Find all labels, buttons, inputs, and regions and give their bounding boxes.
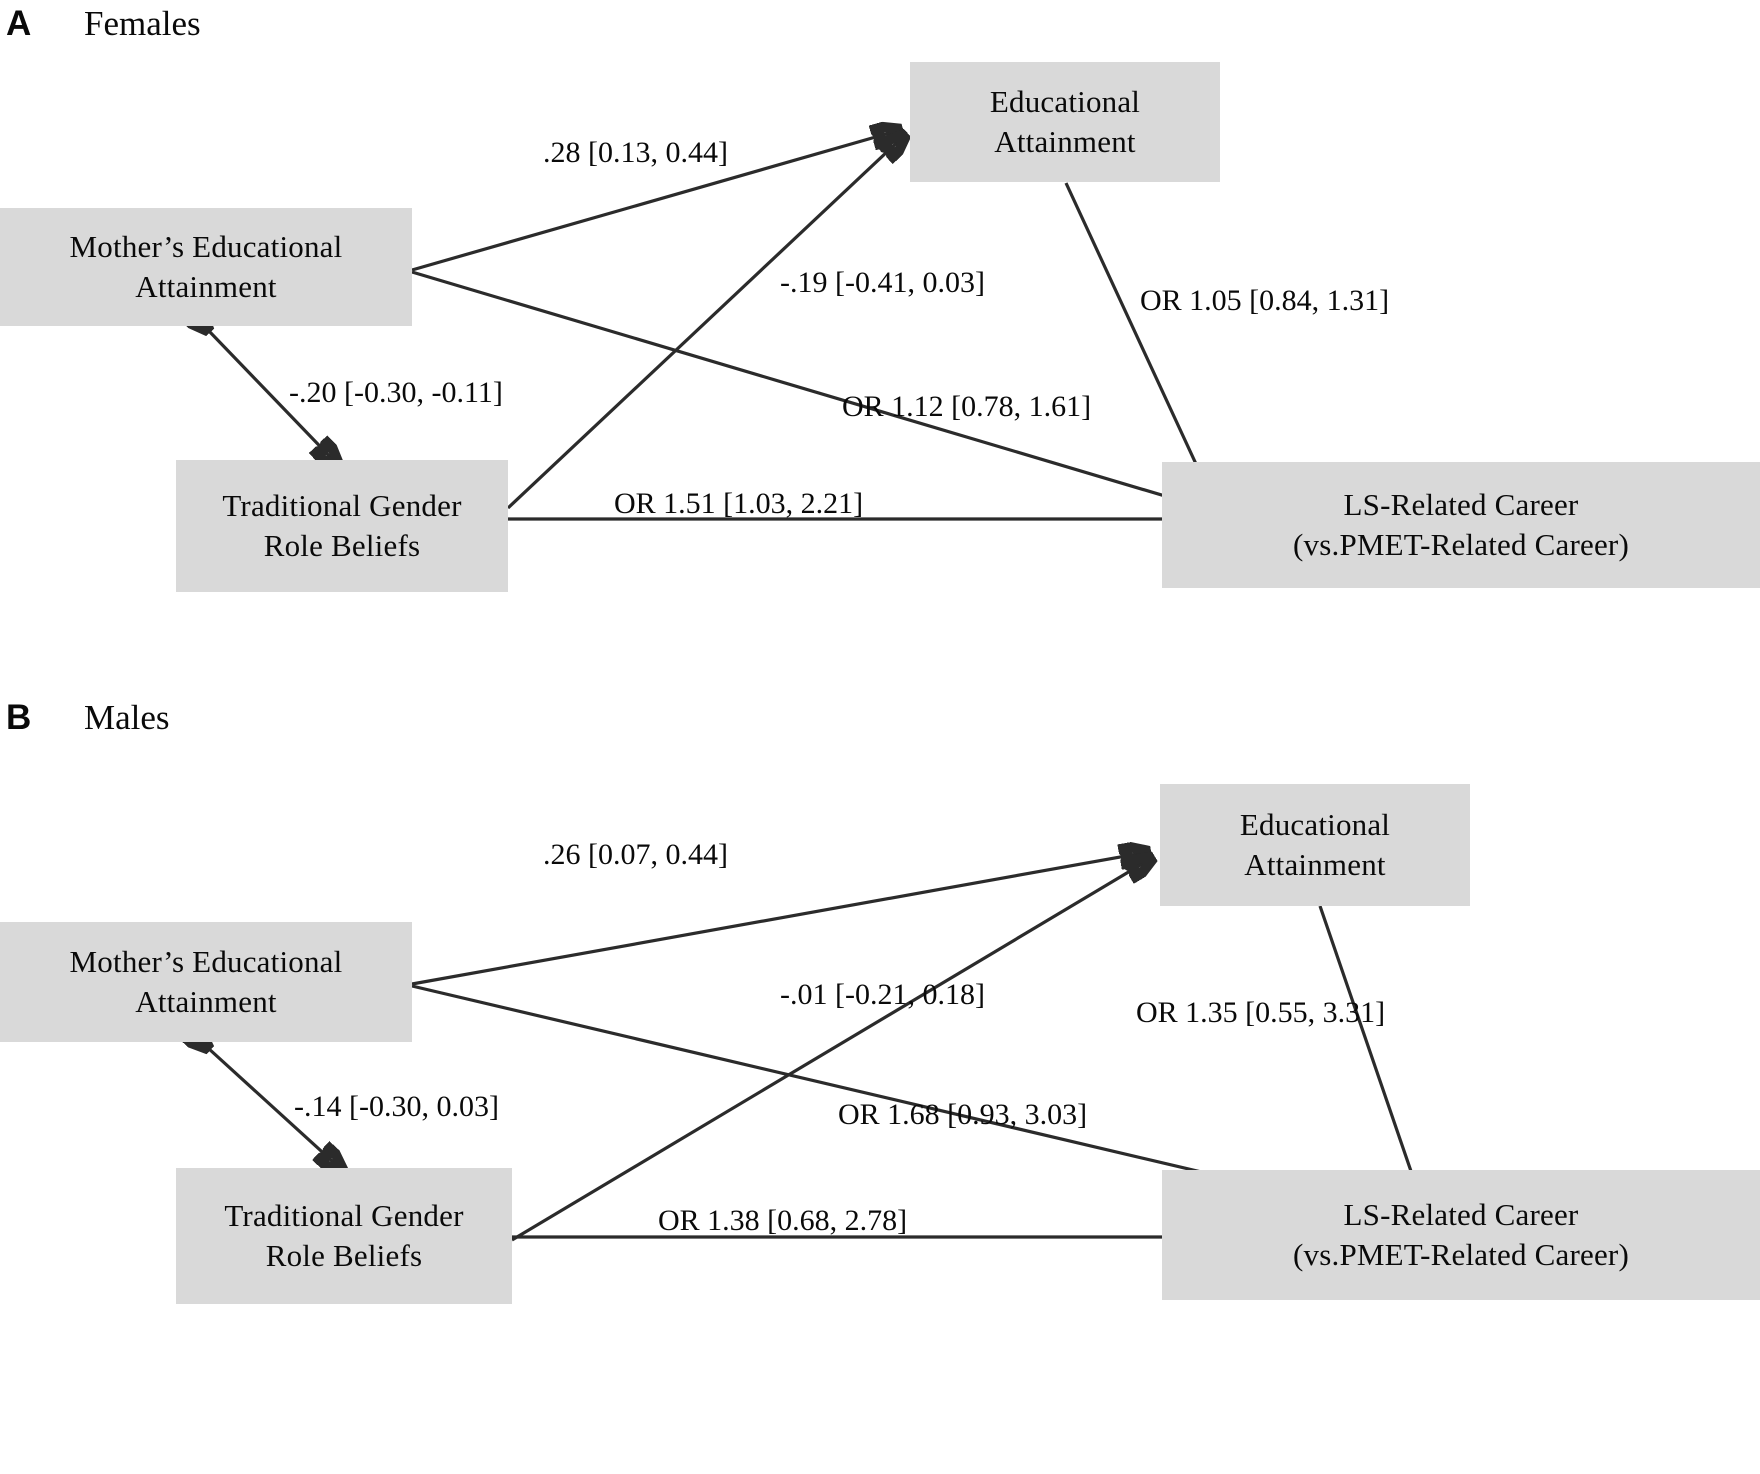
- node-career-line2: (vs.PMET-Related Career): [1293, 527, 1629, 562]
- label-mother-to-education: .26 [0.07, 0.44]: [543, 838, 728, 871]
- node-mother-line2: Attainment: [135, 984, 277, 1019]
- node-career-line1: LS-Related Career: [1343, 1197, 1579, 1233]
- edge-mother-gender-correlation: [208, 1048, 342, 1170]
- node-career-line2: (vs.PMET-Related Career): [1293, 1237, 1629, 1272]
- edge-mother-to-education: [411, 130, 900, 272]
- node-traditional-gender-role-beliefs: Traditional Gender Role Beliefs: [176, 1168, 512, 1304]
- node-mother-line1: Mother’s Educational: [69, 944, 343, 980]
- node-ls-related-career: LS-Related Career (vs.PMET-Related Caree…: [1162, 1170, 1760, 1300]
- label-mother-to-career: OR 1.68 [0.93, 3.03]: [838, 1098, 1088, 1131]
- node-gender-line2: Role Beliefs: [265, 1238, 423, 1273]
- edge-mother-to-career: [411, 270, 1212, 510]
- label-gender-to-education: -.19 [-0.41, 0.03]: [780, 266, 985, 299]
- node-gender-line1: Traditional Gender: [222, 488, 462, 524]
- node-traditional-gender-role-beliefs: Traditional Gender Role Beliefs: [176, 460, 508, 592]
- node-ls-related-career: LS-Related Career (vs.PMET-Related Caree…: [1162, 462, 1760, 588]
- panel-b-males: B Males: [0, 700, 1760, 1474]
- label-mother-gender-correlation: -.14 [-0.30, 0.03]: [294, 1090, 499, 1123]
- panel-a-path-arrows: [0, 0, 1760, 700]
- label-education-to-career: OR 1.35 [0.55, 3.31]: [1136, 996, 1386, 1029]
- edge-mother-to-education: [411, 852, 1148, 986]
- node-mother-educational-attainment: Mother’s Educational Attainment: [0, 208, 412, 326]
- node-mother-educational-attainment: Mother’s Educational Attainment: [0, 922, 412, 1042]
- node-educational-attainment: Educational Attainment: [910, 62, 1220, 182]
- edge-mother-gender-correlation: [208, 330, 338, 465]
- label-mother-gender-correlation: -.20 [-0.30, -0.11]: [289, 376, 503, 409]
- node-education-line1: Educational: [989, 84, 1141, 120]
- node-educational-attainment: Educational Attainment: [1160, 784, 1470, 906]
- edge-education-to-career: [1318, 905, 1425, 1212]
- label-education-to-career: OR 1.05 [0.84, 1.31]: [1140, 284, 1390, 317]
- node-gender-line2: Role Beliefs: [263, 528, 421, 563]
- label-gender-to-education: -.01 [-0.21, 0.18]: [780, 978, 985, 1011]
- label-mother-to-education: .28 [0.13, 0.44]: [543, 136, 728, 169]
- panel-b-path-arrows: [0, 700, 1760, 1474]
- panel-b-letter: B: [6, 698, 32, 737]
- node-education-line2: Attainment: [994, 124, 1136, 159]
- label-mother-to-career: OR 1.12 [0.78, 1.61]: [842, 390, 1092, 423]
- panel-b-title: Males: [84, 698, 170, 737]
- panel-a-females: A Females: [0, 0, 1760, 700]
- edge-gender-to-education: [511, 858, 1152, 1242]
- node-mother-line1: Mother’s Educational: [69, 229, 343, 265]
- node-career-line1: LS-Related Career: [1343, 487, 1579, 523]
- node-education-line1: Educational: [1239, 807, 1391, 843]
- label-gender-to-career: OR 1.51 [1.03, 2.21]: [614, 487, 864, 520]
- node-education-line2: Attainment: [1244, 847, 1386, 882]
- node-gender-line1: Traditional Gender: [224, 1198, 464, 1234]
- node-mother-line2: Attainment: [135, 269, 277, 304]
- edge-education-to-career: [1064, 182, 1215, 505]
- label-gender-to-career: OR 1.38 [0.68, 2.78]: [658, 1204, 908, 1237]
- edge-gender-to-education: [506, 135, 905, 510]
- panel-a-letter: A: [6, 4, 32, 43]
- panel-a-title: Females: [84, 4, 201, 43]
